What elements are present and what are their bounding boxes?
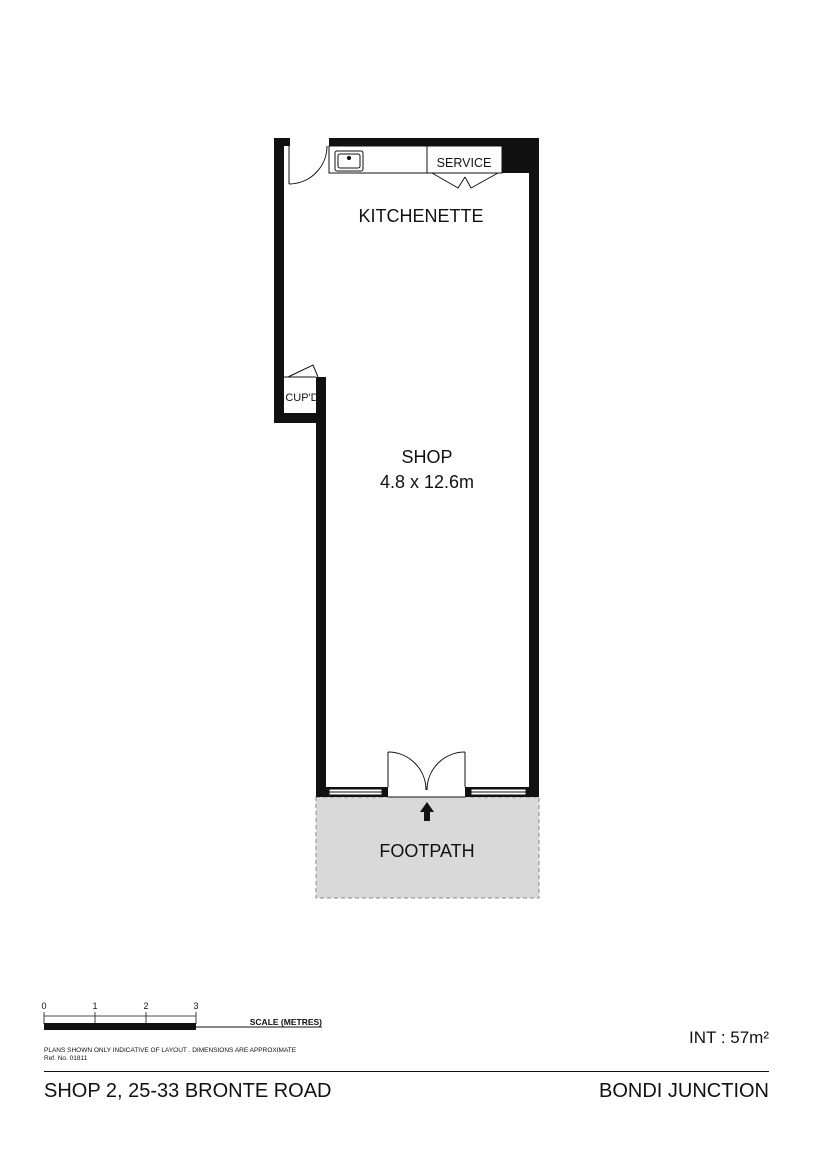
service-label: SERVICE [437,156,492,170]
cupboard-label: CUP'D [285,392,318,404]
cupboard-door [284,364,319,378]
front-windows [328,788,527,796]
footer-divider [44,1071,769,1072]
entry-arrow-icon [420,802,434,821]
shop-dimensions: 4.8 x 12.6m [380,472,474,492]
kitchenette-label: KITCHENETTE [358,206,483,226]
scale-bar: 0 1 2 3 SCALE (METRES) [41,1001,322,1030]
scale-tick-3: 3 [193,1001,198,1011]
property-address: SHOP 2, 25-33 BRONTE ROAD [44,1080,332,1102]
front-doors [387,751,466,798]
scale-tick-1: 1 [92,1001,97,1011]
scale-tick-2: 2 [143,1001,148,1011]
internal-area: INT : 57m² [689,1028,769,1047]
service-doors [431,172,499,189]
footpath-label: FOOTPATH [379,841,474,861]
shop-label: SHOP [401,447,452,467]
scale-tick-0: 0 [41,1001,46,1011]
property-suburb: BONDI JUNCTION [599,1080,769,1102]
disclaimer: PLANS SHOWN ONLY INDICATIVE OF LAYOUT . … [44,1047,297,1054]
left-door [288,145,328,185]
walls [274,138,539,797]
kitchen-bench [328,145,503,174]
reference-number: Ref. No. 01811 [44,1055,88,1062]
scale-label: SCALE (METRES) [250,1017,322,1027]
